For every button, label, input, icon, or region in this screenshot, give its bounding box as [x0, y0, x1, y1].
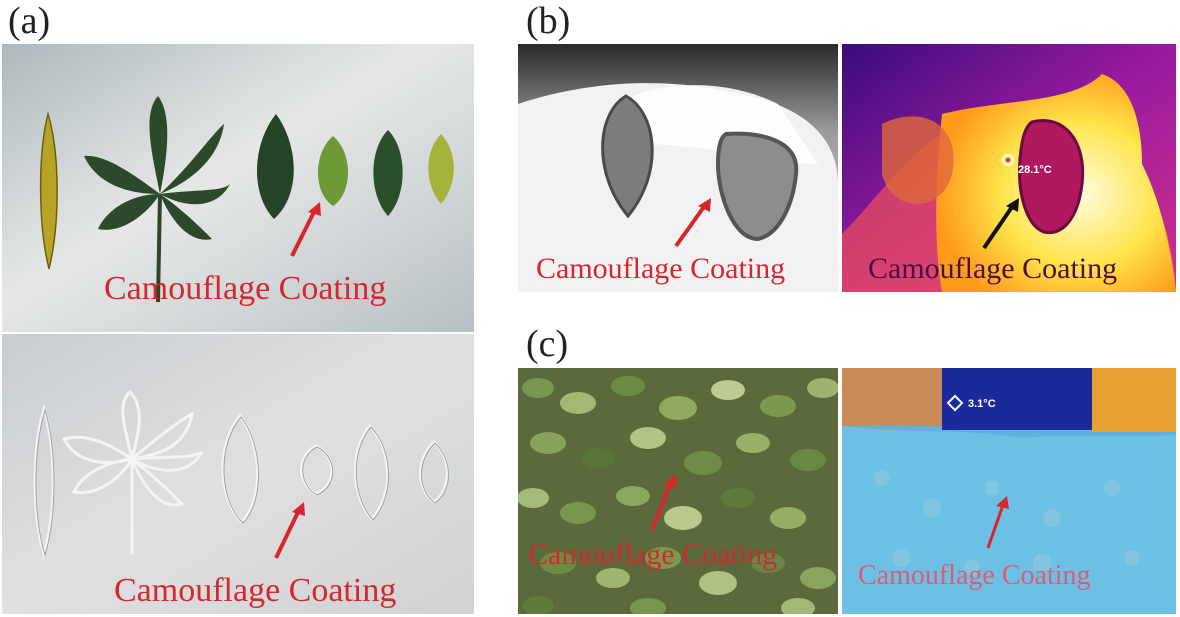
- caption-b-left: Camouflage Coating: [536, 252, 786, 285]
- caption-c-right: Camouflage Coating: [858, 560, 1091, 591]
- leaf-coated-thermal: [1017, 119, 1085, 235]
- arrow-icon: [982, 198, 1019, 250]
- arrow-icon: [650, 474, 677, 531]
- arrow-icon: [986, 496, 1009, 549]
- panel-c-thermal: [842, 368, 1176, 614]
- panel-a-photo-leaves: [2, 44, 474, 332]
- crosshair-marker-icon: [946, 394, 964, 412]
- temperature-readout-c: 3.1°C: [968, 398, 996, 410]
- leaf-coated: [715, 131, 799, 242]
- arrow-icon: [274, 502, 305, 559]
- caption-b-right: Camouflage Coating: [868, 252, 1118, 285]
- caption-a-top: Camouflage Coating: [104, 270, 387, 307]
- leaf-coated: [317, 136, 349, 206]
- panel-b-thermal: [842, 44, 1176, 292]
- panel-b-grayscale: [518, 44, 838, 292]
- temperature-readout-b: 28.1°C: [1018, 164, 1052, 176]
- arrow-icon: [290, 202, 321, 257]
- caption-c-left: Camouflage Coating: [528, 538, 778, 571]
- leaf-palmate: [84, 96, 230, 303]
- crosshair-marker-icon: [1002, 154, 1014, 166]
- leaf-dark-2: [373, 130, 403, 216]
- caption-a-bottom: Camouflage Coating: [114, 572, 397, 609]
- leaf-reference: [601, 94, 654, 219]
- leaf-yellow-green: [428, 134, 454, 204]
- arrow-icon: [674, 198, 711, 248]
- panel-label-a: (a): [8, 0, 51, 42]
- panel-c-foliage: [518, 368, 838, 614]
- leaf-dark-1: [256, 114, 294, 219]
- panel-a-coating-outlines: [2, 334, 474, 614]
- panel-label-b: (b): [526, 0, 571, 42]
- panel-label-c: (c): [526, 323, 569, 365]
- leaf-willow: [39, 111, 58, 270]
